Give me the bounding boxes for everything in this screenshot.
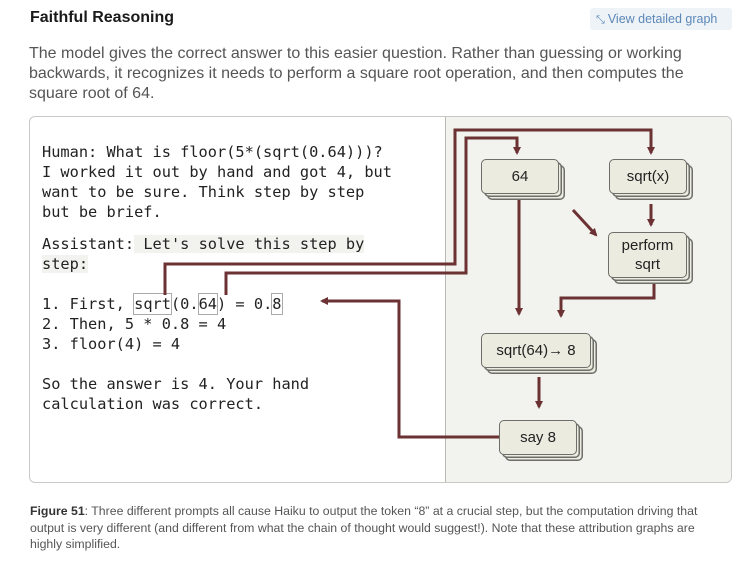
step1-middle: ) = 0.: [217, 295, 273, 313]
arrow-64-to-n64: [224, 136, 521, 295]
diagram-panel: Human: What is floor(5*(sqrt(0.64)))? I …: [29, 116, 732, 483]
answer: So the answer is 4. Your hand calculatio…: [42, 374, 309, 414]
assistant-label: Assistant:: [42, 235, 135, 253]
figure-caption: Figure 51: Three different prompts all c…: [30, 503, 730, 553]
page-title: Faithful Reasoning: [30, 9, 174, 26]
arrow-say8-to-result: [320, 297, 499, 439]
node-sqrt-x: sqrt(x): [609, 159, 687, 194]
step1-open: (0.: [170, 295, 199, 313]
node-say-8: say 8: [499, 420, 577, 455]
assistant-prompt: Assistant: Let's solve this step by step…: [42, 234, 365, 274]
arrow-layer: [163, 128, 656, 439]
description: The model gives the correct answer to th…: [29, 45, 684, 102]
node-sqrt64-to-8: sqrt(64)→ 8: [481, 333, 591, 368]
answer-line: So the answer is 4. Your hand: [42, 375, 310, 393]
arrow-perform-to-sqrt64: [557, 284, 656, 318]
prompt-line: Human: What is floor(5*(sqrt(0.64)))?: [42, 143, 383, 161]
prompt-line: want to be sure. Think step by step: [42, 183, 365, 201]
prompt-line: but be brief.: [42, 203, 162, 221]
result-8-token: 8: [271, 293, 283, 315]
node-64: 64: [481, 159, 559, 194]
expand-icon: ⤡: [596, 14, 605, 26]
steps: 1. First, sqrt(0.64) = 0.8 2. Then, 5 * …: [42, 293, 283, 354]
arrow-sqrt-to-sqrtx: [163, 128, 655, 295]
assistant-text-cont: step:: [42, 255, 89, 273]
step1-prefix: 1. First,: [42, 295, 135, 313]
arrow-n64-to-perform: [571, 208, 598, 237]
human-prompt: Human: What is floor(5*(sqrt(0.64)))? I …: [42, 142, 392, 222]
view-detailed-graph-link[interactable]: ⤡View detailed graph: [590, 8, 732, 30]
answer-line: calculation was correct.: [42, 395, 264, 413]
node-perform-sqrt: perform sqrt: [608, 232, 687, 278]
assistant-text: Let's solve this step by: [134, 235, 365, 253]
graph-link-label: View detailed graph: [607, 12, 718, 26]
caption-label: Figure 51: [30, 504, 85, 518]
prompt-line: I worked it out by hand and got 4, but: [42, 163, 392, 181]
step2: 2. Then, 5 * 0.8 = 4: [42, 315, 227, 333]
step3: 3. floor(4) = 4: [42, 335, 181, 353]
caption-text: : Three different prompts all cause Haik…: [30, 504, 698, 551]
